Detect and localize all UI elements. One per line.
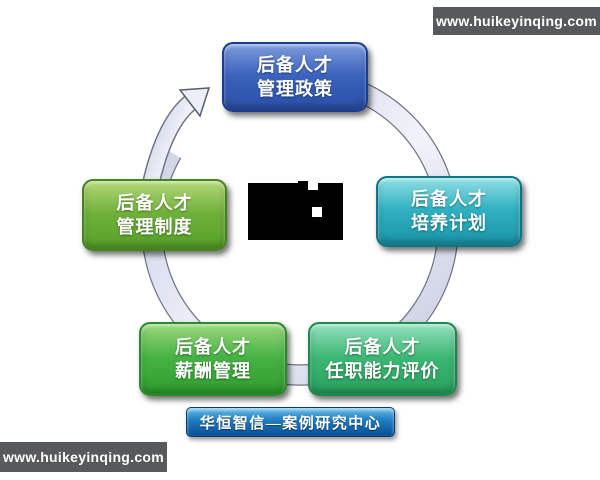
watermark-top: www.huikeyinqing.com (433, 7, 600, 35)
node-compensation-line1: 后备人才 (175, 336, 251, 357)
cycle-node-compensation: 后备人才 薪酬管理 (139, 322, 287, 396)
cycle-node-system: 后备人才 管理制度 (82, 179, 227, 251)
node-system-line1: 后备人才 (116, 192, 193, 213)
cycle-arrow-head-icon (178, 87, 211, 118)
redaction-hole (312, 207, 322, 217)
node-compensation-line2: 薪酬管理 (175, 360, 251, 381)
cycle-node-policy: 后备人才 管理政策 (222, 42, 368, 112)
node-evaluation-line2: 任职能力评价 (325, 360, 440, 381)
cycle-node-evaluation: 后备人才 任职能力评价 (308, 322, 457, 396)
footer-badge: 华恒智信—案例研究中心 (186, 407, 395, 437)
cycle-node-training: 后备人才 培养计划 (376, 176, 522, 247)
node-policy-line1: 后备人才 (257, 54, 333, 75)
node-system-line2: 管理制度 (116, 216, 193, 237)
node-training-line1: 后备人才 (411, 189, 487, 209)
watermark-bottom: www.huikeyinqing.com (0, 442, 167, 472)
node-training-line2: 培养计划 (411, 213, 487, 233)
node-evaluation-line1: 后备人才 (344, 336, 421, 357)
node-policy-line2: 管理政策 (257, 78, 333, 99)
